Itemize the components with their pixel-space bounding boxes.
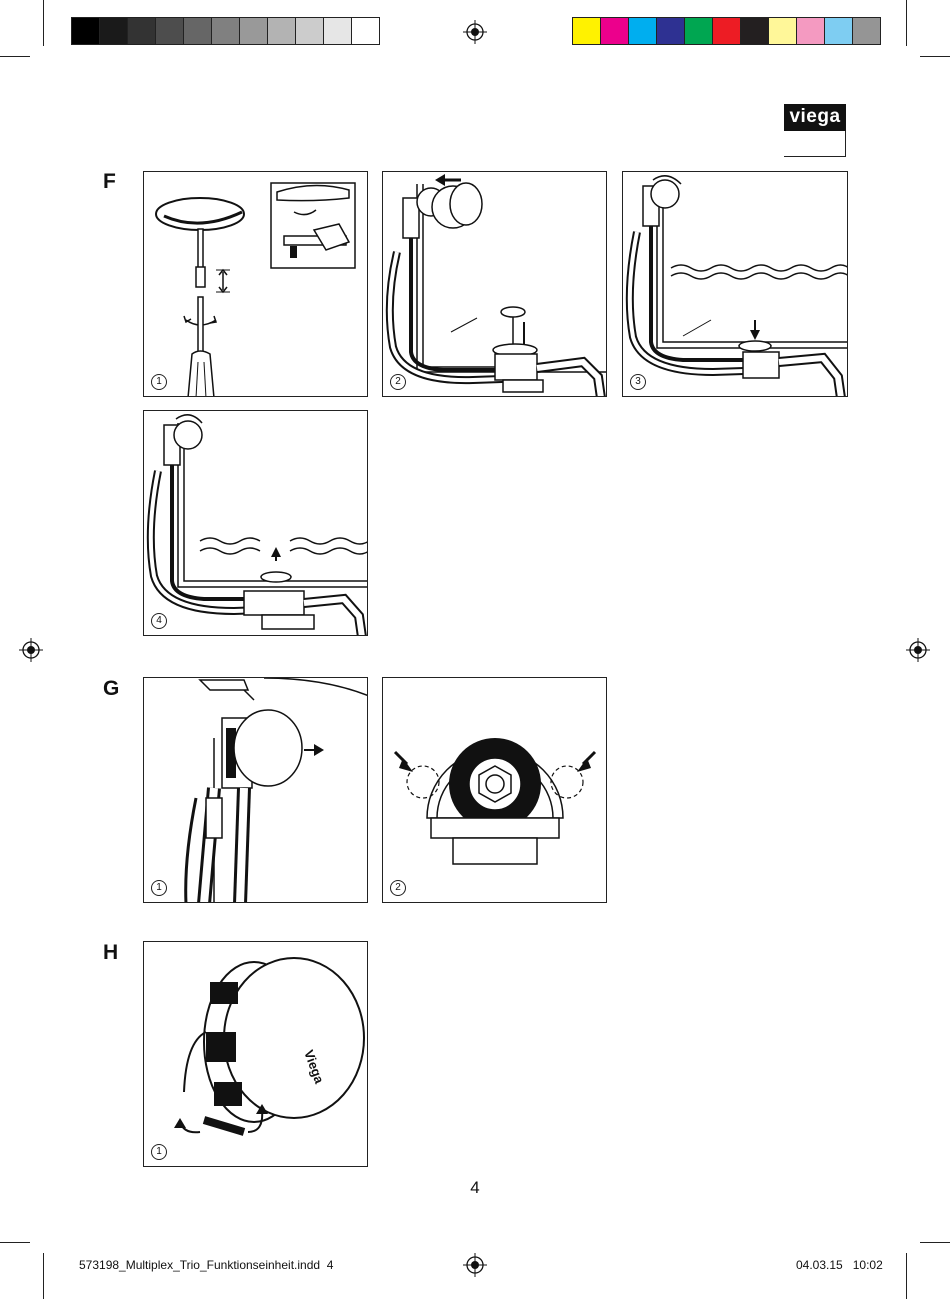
illustration-panel-f1: 1 [143,171,368,397]
crop-mark [43,0,44,46]
crop-mark [906,1253,907,1299]
footer-file-name: 573198_Multiplex_Trio_Funktionseinheit.i… [79,1258,321,1272]
logo-rule [784,156,846,157]
step-number-badge: 1 [151,1144,167,1160]
crop-mark [920,1242,950,1243]
registration-mark-icon [19,638,43,662]
footer-date: 04.03.15 [796,1258,843,1272]
crop-mark [0,1242,30,1243]
logo-rule [845,131,846,157]
viega-logo: viega [784,104,846,131]
page-number: 4 [470,1178,480,1197]
step-number-badge: 2 [390,374,406,390]
step-number-badge: 2 [390,880,406,896]
color-swatch [712,17,741,45]
step-number-badge: 4 [151,613,167,629]
color-swatch [323,17,352,45]
section-letter-g: G [103,677,120,700]
section-letter-f: F [103,170,116,193]
color-swatch [684,17,713,45]
color-swatch [295,17,324,45]
color-swatch [71,17,100,45]
color-swatch [740,17,769,45]
color-swatch [211,17,240,45]
color-swatch [600,17,629,45]
color-swatch [239,17,268,45]
color-swatch [572,17,601,45]
color-swatch [155,17,184,45]
color-swatch [656,17,685,45]
registration-mark-icon [906,638,930,662]
illustration-panel-h1: Viega 1 [143,941,368,1167]
color-swatch [183,17,212,45]
crop-mark [920,56,950,57]
color-swatch [99,17,128,45]
footer-time: 10:02 [852,1258,883,1272]
crop-mark [43,1253,44,1299]
illustration-panel-f4: 4 [143,410,368,636]
color-swatch [824,17,853,45]
color-swatch [127,17,156,45]
registration-mark-icon [463,20,487,44]
registration-mark-icon [463,1253,487,1277]
color-swatch [351,17,380,45]
footer-date-time: 04.03.15 10:02 [796,1258,883,1272]
color-swatch [768,17,797,45]
crop-mark [0,56,30,57]
illustration-panel-f3: 3 [622,171,848,397]
footer-file-info: 573198_Multiplex_Trio_Funktionseinheit.i… [79,1258,333,1272]
footer-file-page: 4 [326,1258,334,1272]
section-letter-h: H [103,941,119,964]
crop-mark [906,0,907,46]
illustration-panel-g1: 1 [143,677,368,903]
step-number-badge: 1 [151,374,167,390]
color-swatch [852,17,881,45]
illustration-panel-g2: 2 [382,677,607,903]
illustration-panel-f2: 2 [382,171,607,397]
step-number-badge: 1 [151,880,167,896]
step-number-badge: 3 [630,374,646,390]
color-swatch [267,17,296,45]
color-swatch [628,17,657,45]
color-swatch [796,17,825,45]
